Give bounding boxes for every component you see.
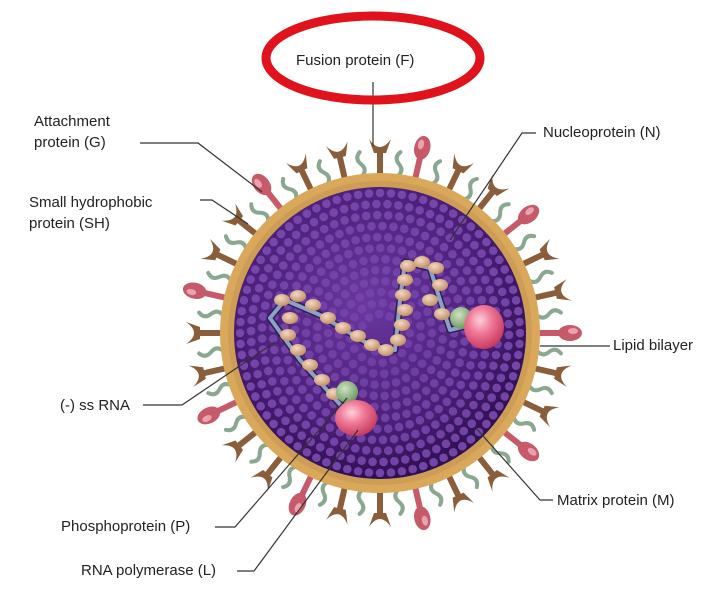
small-hydrophobic-protein <box>537 310 562 319</box>
nucleoprotein-bead <box>320 312 336 324</box>
label-matrix-protein: Matrix protein (M) <box>557 490 675 511</box>
label-nucleoprotein: Nucleoprotein (N) <box>543 122 661 143</box>
small-hydrophobic-protein <box>199 310 224 319</box>
label-fusion-protein: Fusion protein (F) <box>296 50 414 71</box>
nucleoprotein-bead <box>378 344 394 356</box>
small-hydrophobic-protein <box>429 481 443 506</box>
rna-polymerase-b <box>464 305 504 349</box>
small-hydrophobic-protein <box>199 348 224 357</box>
small-hydrophobic-protein <box>528 270 553 284</box>
label-phosphoprotein: Phosphoprotein (P) <box>61 516 190 537</box>
nucleoprotein-bead <box>350 330 366 342</box>
phosphoprotein-a <box>336 381 358 403</box>
nucleoprotein-bead <box>428 262 444 274</box>
nucleoprotein-bead <box>414 256 430 268</box>
fusion-protein-spike <box>534 325 582 341</box>
small-hydrophobic-protein <box>395 490 404 515</box>
nucleoprotein-bead <box>397 304 413 316</box>
small-hydrophobic-protein <box>528 382 553 396</box>
nucleoprotein-bead <box>274 294 290 306</box>
nucleoprotein-bead <box>335 322 351 334</box>
label-small-line1: Small hydrophobic <box>29 192 152 213</box>
label-attachment-protein: Attachment protein (G) <box>34 111 110 153</box>
attachment-leader <box>140 143 262 192</box>
nucleoprotein-bead <box>394 319 410 331</box>
small-hydrophobic-protein <box>207 270 232 284</box>
nucleoprotein-bead <box>364 339 380 351</box>
label-small-line2: protein (SH) <box>29 213 152 234</box>
nucleoprotein-bead <box>314 374 330 386</box>
label-ss-rna: (-) ss RNA <box>60 395 130 416</box>
label-lipid-bilayer: Lipid bilayer <box>613 335 693 356</box>
small-hydrophobic-protein <box>207 382 232 396</box>
nucleoprotein-bead <box>305 299 321 311</box>
label-attachment-line2: protein (G) <box>34 132 110 153</box>
label-rna-polymerase: RNA polymerase (L) <box>81 560 216 581</box>
nucleoprotein-bead <box>422 294 438 306</box>
nucleoprotein-bead <box>395 289 411 301</box>
small-hydrophobic-protein <box>395 152 404 177</box>
nucleoprotein-bead <box>282 312 298 324</box>
small-hydrophobic-protein <box>357 152 366 177</box>
small-hydrophobic-protein <box>537 348 562 357</box>
nucleoprotein-bead <box>397 274 413 286</box>
nucleoprotein-bead <box>290 290 306 302</box>
nucleoprotein-bead <box>290 344 306 356</box>
nucleoprotein-bead <box>432 279 448 291</box>
label-attachment-line1: Attachment <box>34 111 110 132</box>
nucleoprotein-bead <box>280 329 296 341</box>
nucleoprotein-bead <box>390 334 406 346</box>
label-small-hydrophobic-protein: Small hydrophobic protein (SH) <box>29 192 152 234</box>
small-hydrophobic-protein <box>429 160 443 185</box>
nucleoprotein-bead <box>400 260 416 272</box>
nucleoprotein-bead <box>434 308 450 320</box>
small-hydrophobic-protein <box>317 160 331 185</box>
small-hydrophobic-protein <box>317 481 331 506</box>
nucleoprotein-bead <box>302 359 318 371</box>
small-hydrophobic-protein <box>357 490 366 515</box>
